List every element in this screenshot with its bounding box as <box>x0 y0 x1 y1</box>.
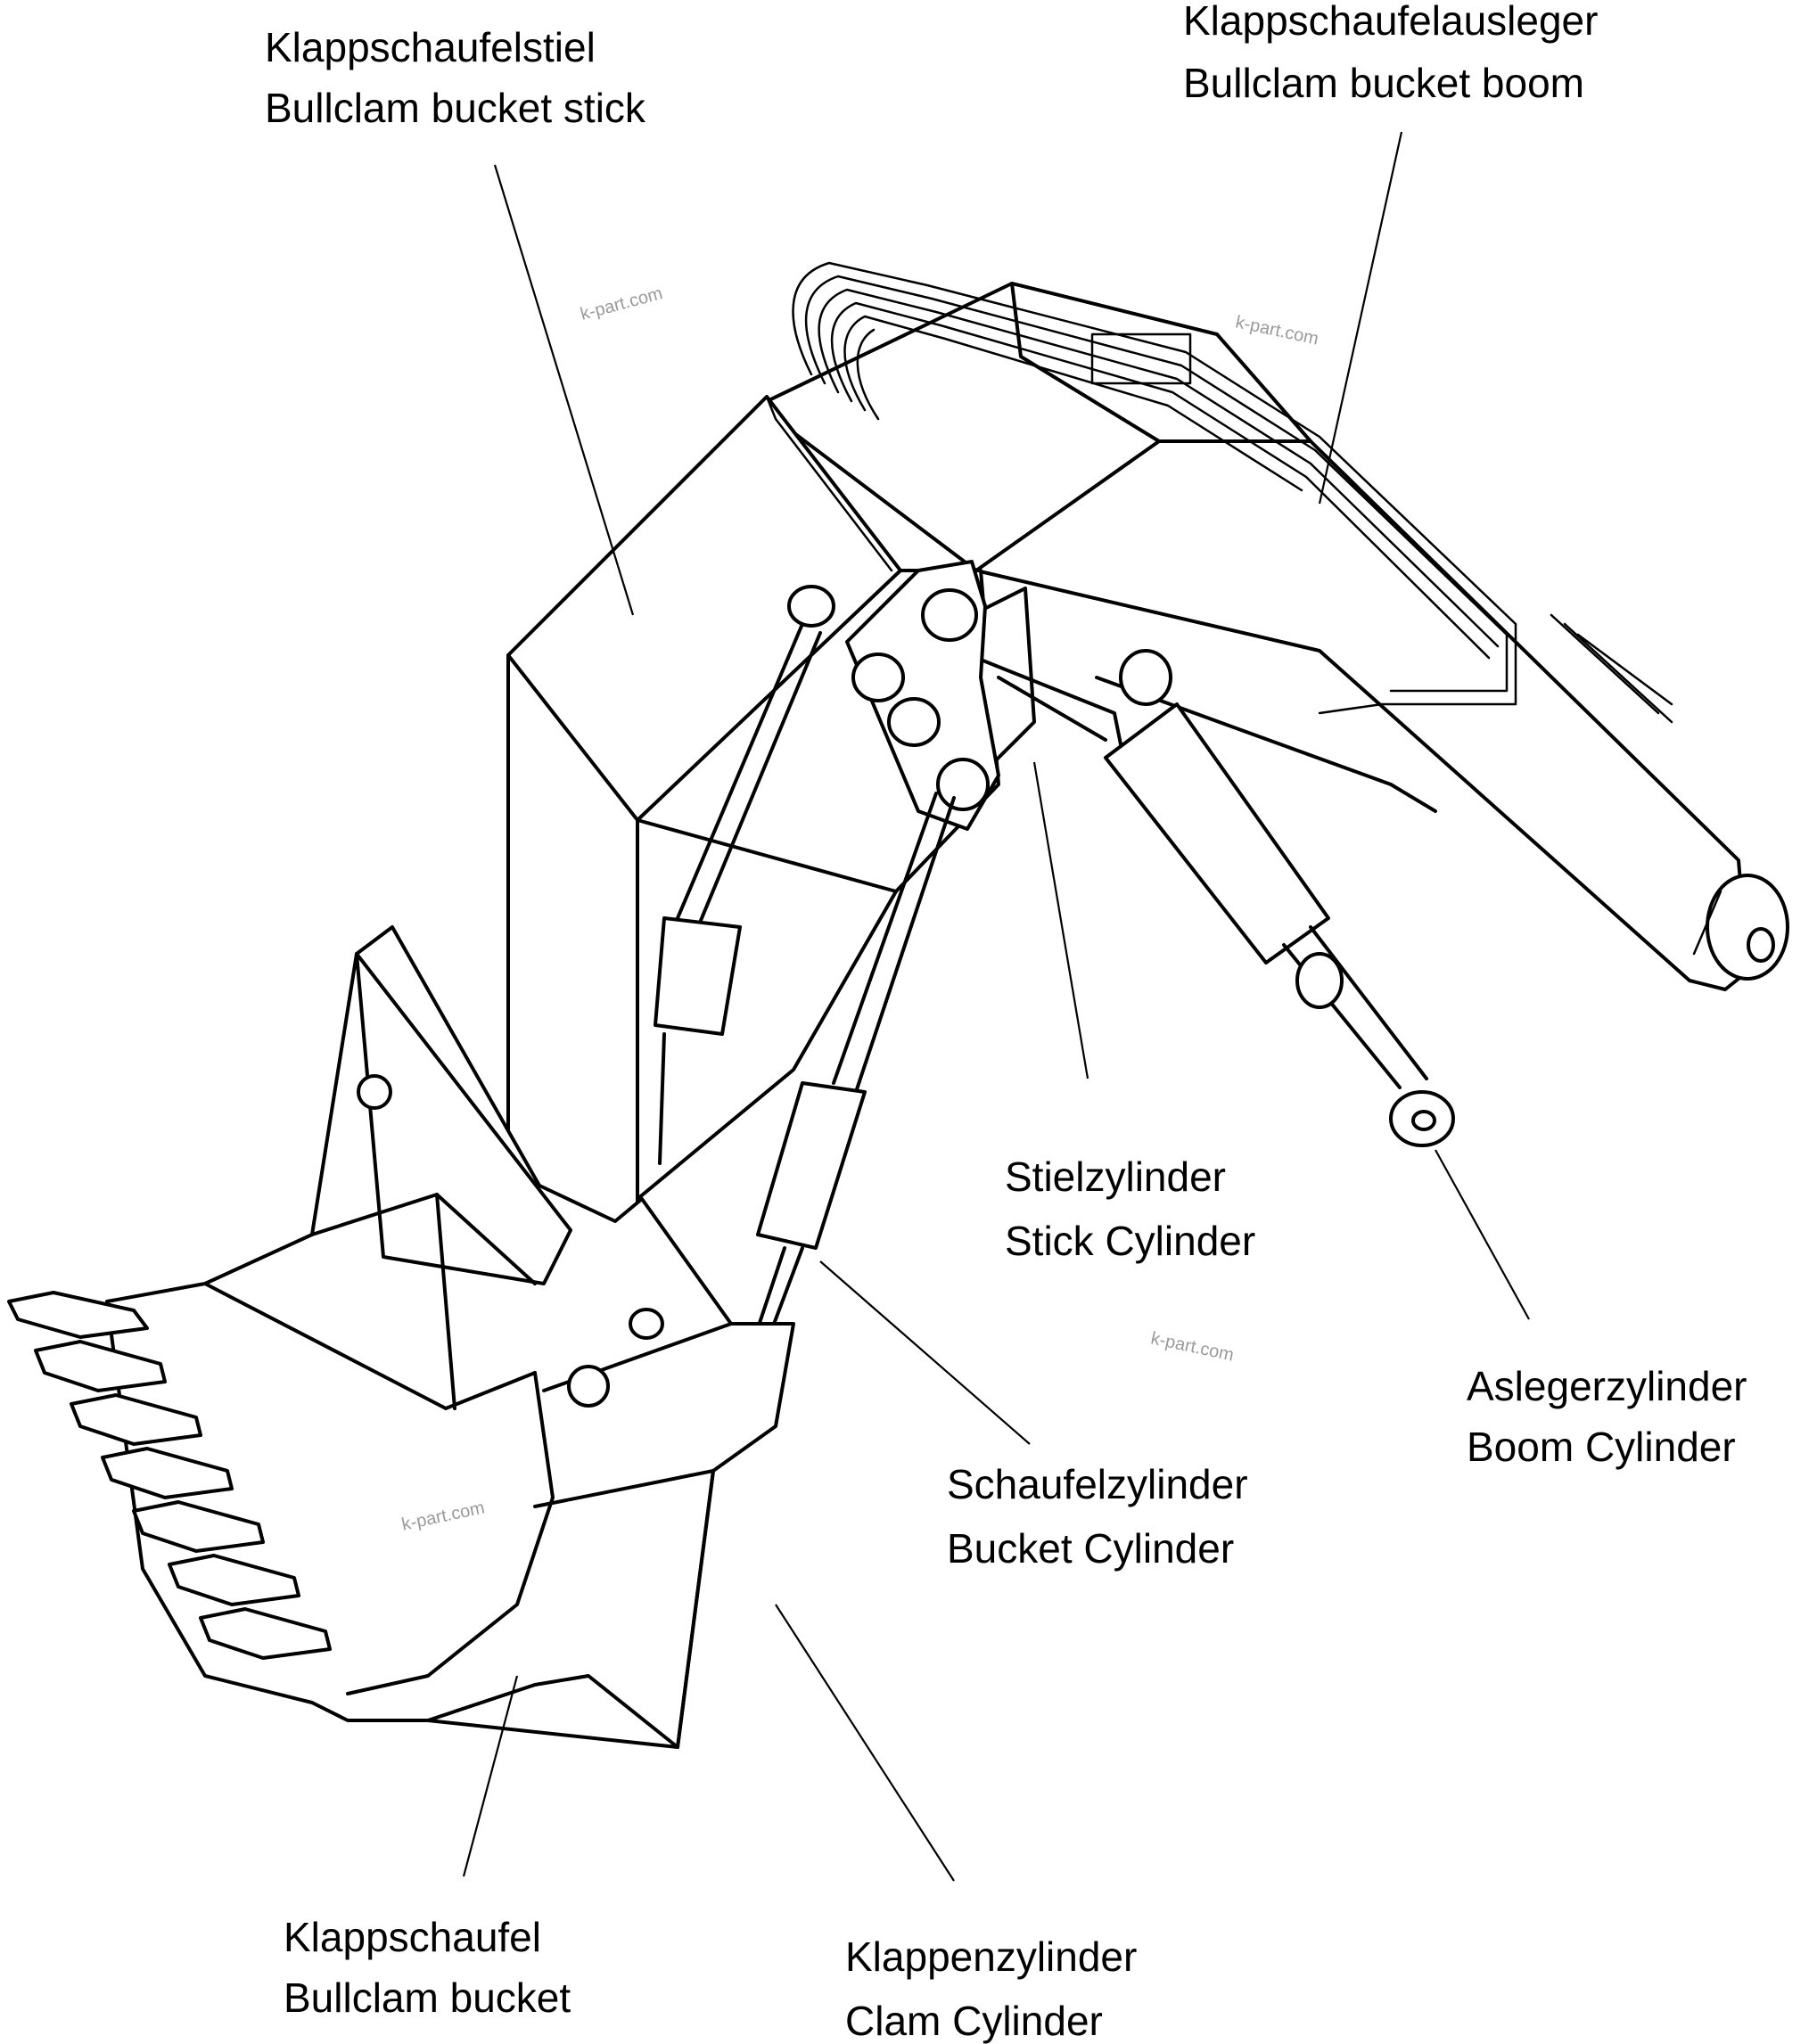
label-bucket-de: Klappschaufel <box>284 1914 541 1960</box>
label-boom-en: Bullclam bucket boom <box>1183 60 1584 106</box>
label-stick-cylinder-en: Stick Cylinder <box>1005 1218 1256 1264</box>
bucket-cylinder <box>654 622 822 1165</box>
label-clam-cylinder-en: Clam Cylinder <box>845 1998 1103 2044</box>
label-bucket-cylinder-de: Schaufelzylinder <box>947 1461 1248 1507</box>
label-stick-de: Klappschaufelstiel <box>265 24 596 70</box>
label-stick: Klappschaufelstiel Bullclam bucket stick <box>265 27 645 128</box>
leader-lines <box>462 131 1530 1882</box>
hydraulic-hoses <box>792 261 1673 724</box>
label-boom-cylinder-de: Aslegerzylinder <box>1467 1363 1747 1409</box>
boom <box>756 282 1789 991</box>
label-boom-cylinder-en: Boom Cylinder <box>1467 1424 1736 1470</box>
link-plate <box>787 560 1000 831</box>
label-stick-cylinder-de: Stielzylinder <box>1005 1153 1226 1200</box>
bullclam-bucket <box>105 925 795 1749</box>
clam-cylinder <box>738 792 956 1392</box>
label-bucket-cylinder-en: Bucket Cylinder <box>947 1525 1235 1572</box>
label-stick-cylinder: Stielzylinder Stick Cylinder <box>1005 1156 1255 1261</box>
label-boom-de: Klappschaufelausleger <box>1183 0 1599 44</box>
label-boom: Klappschaufelausleger Bullclam bucket bo… <box>1183 0 1598 103</box>
label-boom-cylinder: Aslegerzylinder Boom Cylinder <box>1467 1366 1747 1467</box>
label-clam-cylinder: Klappenzylinder Clam Cylinder <box>845 1936 1137 2041</box>
label-bucket: Klappschaufel Bullclam bucket <box>284 1917 571 2018</box>
label-bucket-cylinder: Schaufelzylinder Bucket Cylinder <box>947 1464 1248 1569</box>
bucket-teeth <box>7 1291 332 1660</box>
label-stick-en: Bullclam bucket stick <box>265 85 645 131</box>
label-clam-cylinder-de: Klappenzylinder <box>845 1933 1138 1980</box>
boom-cylinder <box>1104 649 1455 1147</box>
label-bucket-en: Bullclam bucket <box>284 1974 571 2021</box>
